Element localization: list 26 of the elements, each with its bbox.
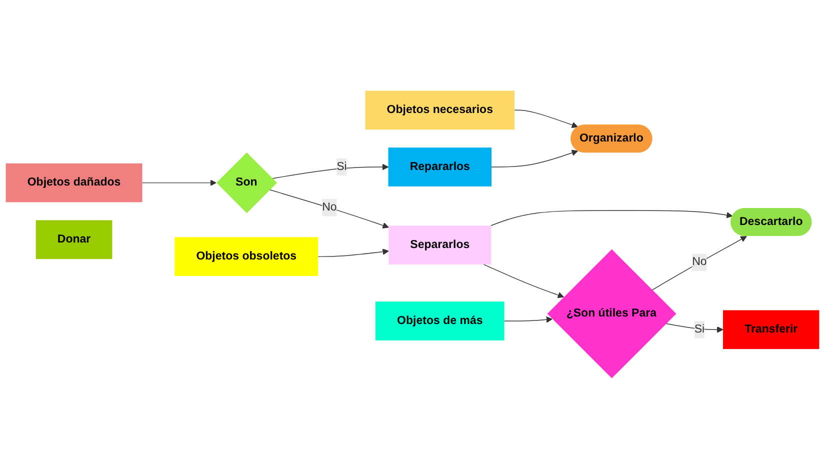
node-box: Organizarlo bbox=[570, 124, 652, 153]
node-box: Objetos obsoletos bbox=[174, 237, 318, 276]
arrow bbox=[514, 110, 578, 128]
node-box: Objetos de más bbox=[375, 302, 504, 340]
arrow bbox=[504, 316, 552, 323]
arrow bbox=[269, 189, 389, 228]
edge-label: No bbox=[692, 256, 707, 268]
node-box: Objetos necesarios bbox=[365, 90, 515, 130]
node-diamond: Son bbox=[216, 152, 278, 214]
node-box: Donar bbox=[36, 220, 112, 259]
arrow bbox=[491, 150, 578, 168]
edge-label: Si bbox=[694, 323, 705, 336]
node-box: Descartarlo bbox=[730, 208, 812, 236]
arrow bbox=[142, 180, 216, 186]
node-diamond: ¿Son útiles Para bbox=[547, 249, 676, 378]
node-box: Repararlos bbox=[388, 148, 492, 186]
edge-label: Si bbox=[336, 160, 347, 173]
arrow bbox=[490, 210, 733, 226]
arrow bbox=[483, 264, 564, 298]
node-box: Transferir bbox=[723, 310, 820, 350]
node-box: Objetos dañados bbox=[6, 163, 142, 202]
arrow bbox=[652, 236, 747, 290]
edge-label: No bbox=[322, 201, 337, 214]
arrow bbox=[272, 164, 389, 179]
node-box: Separarlos bbox=[388, 226, 492, 264]
arrow bbox=[318, 248, 389, 257]
